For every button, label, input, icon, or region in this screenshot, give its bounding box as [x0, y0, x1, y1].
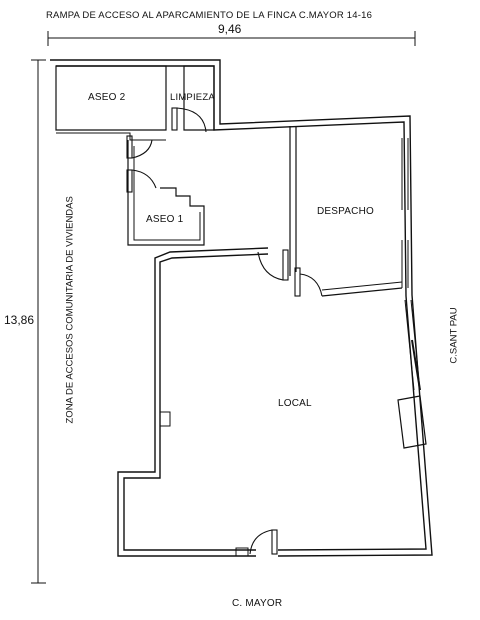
door-aseo-2 — [126, 135, 153, 159]
door-limpieza — [171, 107, 207, 133]
street-label-sant-pau: C.SANT PAU — [448, 307, 460, 364]
outer-wall — [50, 59, 433, 557]
side-label-zona-accesos: ZONA DE ACCESOS COMUNITARIA DE VIVIENDAS — [64, 196, 76, 424]
despacho-walls — [289, 126, 403, 297]
room-label-aseo-2: ASEO 2 — [88, 92, 126, 103]
door-local-interior — [257, 249, 289, 281]
room-label-limpieza: LIMPIEZA — [170, 92, 215, 103]
room-label-despacho: DESPACHO — [317, 206, 374, 217]
window-local — [404, 299, 421, 391]
room-label-local: LOCAL — [278, 398, 312, 409]
aseo-1-walls — [127, 140, 205, 246]
aseo-2-walls — [55, 65, 167, 131]
width-dimension-line — [47, 31, 416, 46]
window-despacho-upper — [401, 138, 409, 210]
street-label-mayor: C. MAYOR — [232, 598, 283, 609]
window-despacho-lower — [401, 240, 409, 288]
width-dimension: 9,46 — [218, 22, 242, 36]
door-aseo-1 — [126, 169, 157, 193]
height-dimension: 13,86 — [4, 313, 35, 327]
height-dimension-line — [31, 59, 46, 584]
pillar-right — [397, 395, 427, 449]
drawing-title: RAMPA DE ACCESO AL APARCAMIENTO DE LA FI… — [46, 10, 373, 21]
room-label-aseo-1: ASEO 1 — [146, 214, 184, 225]
door-entrance — [249, 529, 278, 555]
door-despacho — [294, 267, 323, 297]
